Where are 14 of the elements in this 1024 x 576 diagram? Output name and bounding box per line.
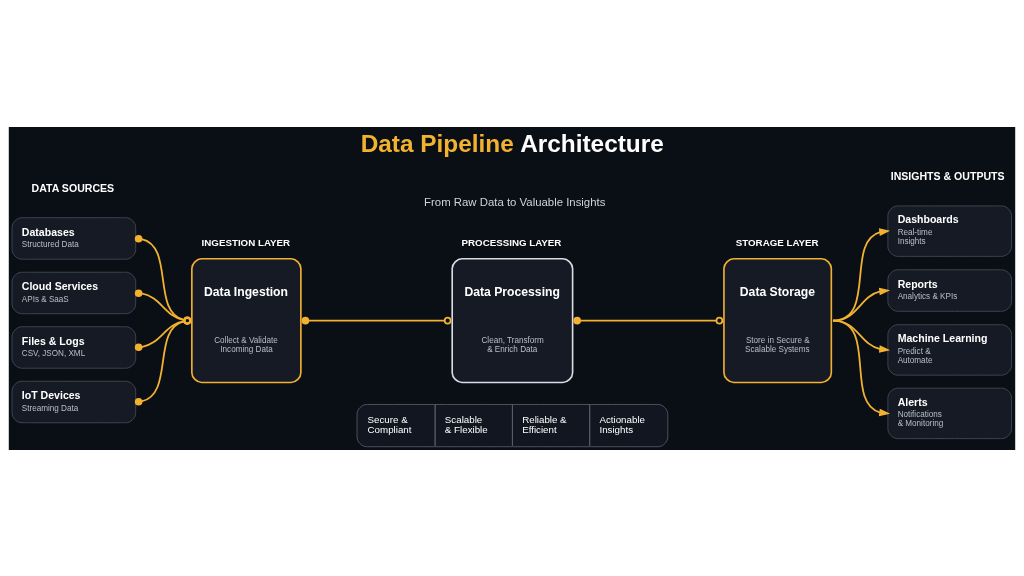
connector — [301, 316, 452, 324]
node-label: PROCESSING LAYER — [461, 236, 562, 248]
connector — [134, 234, 192, 324]
connector — [573, 316, 724, 324]
label: DATA SOURCES — [31, 181, 115, 194]
connector — [134, 316, 192, 351]
node-label: STORAGE LAYER — [735, 236, 819, 248]
node-label: INGESTION LAYER — [201, 236, 291, 248]
diagram-title: Data Pipeline Architecture — [360, 129, 664, 157]
arrow — [832, 319, 891, 416]
connector — [134, 288, 192, 324]
connector — [134, 316, 192, 406]
label: INSIGHTS & OUTPUTS — [890, 169, 1005, 182]
label: From Raw Data to Valuable Insights — [424, 195, 606, 208]
